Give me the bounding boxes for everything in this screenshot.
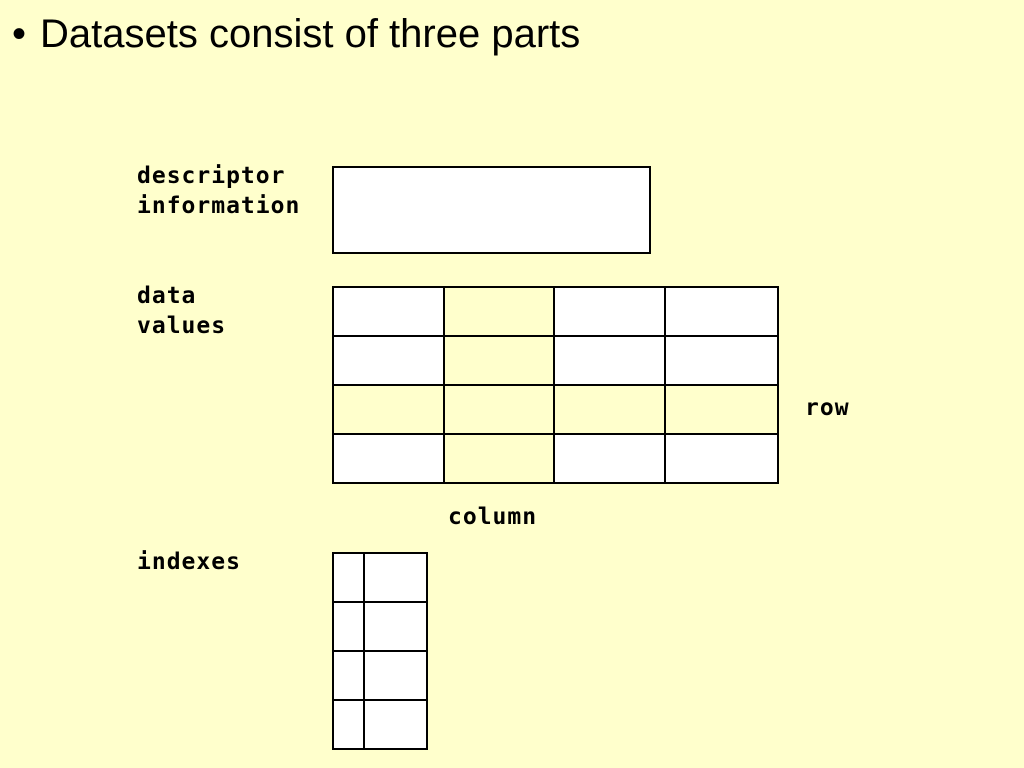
data-values-label-line2: values (137, 313, 227, 339)
data-row (332, 384, 779, 435)
index-cell (363, 699, 428, 750)
data-cell (553, 286, 666, 337)
data-cell (332, 384, 445, 435)
data-row (332, 433, 779, 484)
index-cell (332, 699, 365, 750)
indexes-grid (332, 552, 428, 750)
data-cell (332, 286, 445, 337)
index-row (332, 650, 428, 701)
data-cell (332, 335, 445, 386)
index-cell (363, 601, 428, 652)
data-cell (664, 286, 779, 337)
data-cell (664, 433, 779, 484)
index-row (332, 601, 428, 652)
heading-text: Datasets consist of three parts (40, 12, 581, 56)
column-label: column (448, 504, 538, 530)
data-cell (664, 335, 779, 386)
descriptor-label-line2: information (137, 193, 301, 219)
data-cell (332, 433, 445, 484)
data-values-grid (332, 286, 779, 484)
bullet-icon: • (12, 12, 27, 56)
index-cell (363, 650, 428, 701)
indexes-label: indexes (137, 549, 241, 575)
data-row (332, 286, 779, 337)
data-cell (443, 335, 555, 386)
data-cell (443, 286, 555, 337)
index-cell (332, 552, 365, 603)
data-row (332, 335, 779, 386)
data-cell (553, 433, 666, 484)
data-cell (664, 384, 779, 435)
data-cell (443, 433, 555, 484)
index-cell (363, 552, 428, 603)
data-cell (553, 384, 666, 435)
data-cell (553, 335, 666, 386)
descriptor-label-line1: descriptor (137, 163, 286, 189)
data-cell (443, 384, 555, 435)
index-row (332, 699, 428, 750)
data-values-label-line1: data (137, 283, 197, 309)
descriptor-box (332, 166, 651, 254)
index-cell (332, 650, 365, 701)
index-cell (332, 601, 365, 652)
index-row (332, 552, 428, 603)
slide-heading: • Datasets consist of three parts (12, 10, 580, 58)
row-label: row (805, 395, 850, 421)
